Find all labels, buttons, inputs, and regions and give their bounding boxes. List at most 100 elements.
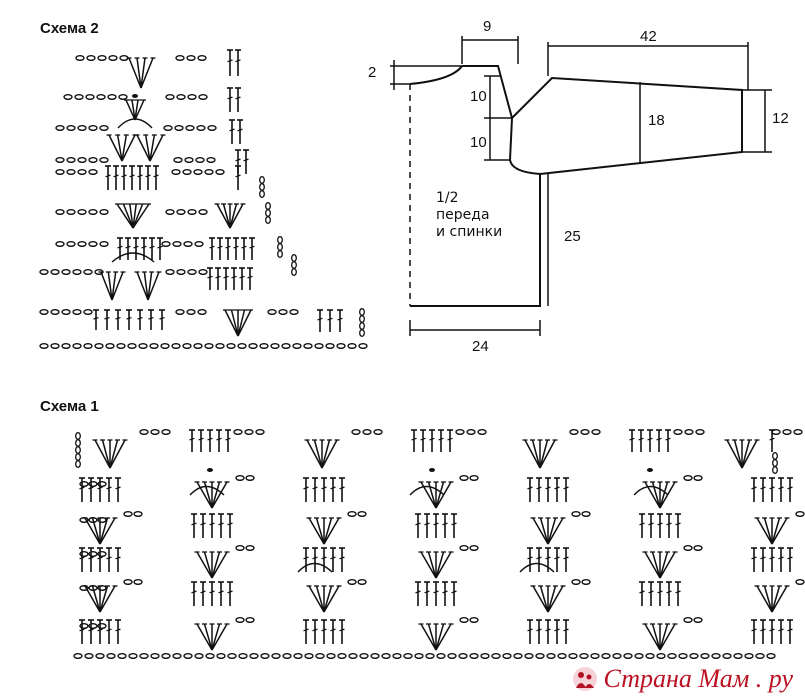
dim-sleeve-length: 42: [640, 28, 657, 45]
chain-stitch: [187, 269, 197, 276]
chain-stitch: [656, 653, 666, 660]
fan-stitch: [539, 517, 549, 545]
chain-stitch: [569, 429, 579, 436]
note-line-1: 1/2: [436, 190, 459, 206]
chain-stitch: [99, 156, 109, 163]
chain-stitch: [293, 653, 303, 660]
fan-stitch: [532, 585, 549, 613]
chain-stitch: [88, 551, 98, 558]
vertical-chain-stitch: [75, 446, 81, 454]
chain-stitch: [459, 475, 469, 482]
stitch-cross-bar: [105, 174, 111, 178]
chain-stitch: [204, 343, 214, 350]
chain-stitch: [535, 653, 545, 660]
chain-stitch: [336, 343, 346, 350]
stitch-cross-bar: [665, 437, 671, 441]
stitch-cross-bar: [666, 590, 672, 594]
fan-stitch: [420, 481, 437, 509]
stitch-cross-bar: [675, 522, 681, 526]
chain-stitch: [347, 579, 357, 586]
chain-stitch: [591, 429, 601, 436]
chain-stitch: [96, 93, 106, 100]
stitch-cross-bar: [312, 556, 318, 560]
fan-stitch: [659, 551, 669, 579]
chain-stitch: [795, 511, 805, 518]
chain-stitch: [176, 208, 186, 215]
chain-stitch: [502, 653, 512, 660]
chain-stitch: [55, 240, 65, 247]
chain-stitch: [581, 579, 591, 586]
chain-stitch: [469, 617, 479, 624]
stitch-cross-bar: [648, 522, 654, 526]
chain-stitch: [590, 653, 600, 660]
fan-stitch: [147, 271, 160, 301]
chain-stitch: [358, 343, 368, 350]
dim-sleeve-end: 12: [772, 110, 789, 127]
chain-stitch: [72, 309, 82, 316]
stitch-cross-bar: [657, 522, 663, 526]
chain-stitch: [580, 429, 590, 436]
stitch-cross-bar: [337, 317, 343, 321]
stitch-cross-bar: [243, 158, 249, 162]
chain-stitch: [174, 124, 184, 131]
chain-stitch: [55, 156, 65, 163]
chain-stitch: [215, 343, 225, 350]
chain-stitch: [77, 156, 87, 163]
fan-stitch: [147, 271, 153, 301]
stitch-cross-bar: [327, 317, 333, 321]
chain-stitch: [66, 124, 76, 131]
fan-stitch: [771, 585, 781, 613]
fan-stitch: [203, 551, 213, 579]
fan-stitch: [651, 623, 661, 651]
chain-stitch: [50, 269, 60, 276]
vertical-chain-stitch: [772, 452, 778, 460]
chain-stitch: [207, 124, 217, 131]
stitch-cross-bar: [235, 158, 241, 162]
chain-stitch: [95, 653, 105, 660]
stitch-cross-bar: [115, 486, 121, 490]
chain-stitch: [469, 475, 479, 482]
stitch-cross-bar: [113, 174, 119, 178]
vertical-chain-stitch: [75, 460, 81, 468]
chain-stitch: [193, 343, 203, 350]
chain-stitch: [683, 475, 693, 482]
chain-stitch: [795, 579, 805, 586]
stitch-cross-bar: [79, 486, 85, 490]
chain-stitch: [88, 623, 98, 630]
fan-stitch: [771, 585, 788, 613]
chain-stitch: [172, 653, 182, 660]
fan-stitch: [532, 517, 549, 545]
chain-stitch: [165, 269, 175, 276]
family-logo-icon: [572, 667, 597, 691]
chain-stitch: [315, 653, 325, 660]
chain-stitch: [447, 653, 457, 660]
cluster-stitch: [116, 203, 134, 229]
chain-stitch: [61, 309, 71, 316]
vertical-chain-stitch: [75, 453, 81, 461]
fan-stitch: [136, 134, 151, 162]
chain-stitch: [118, 93, 128, 100]
chain-stitch: [107, 93, 117, 100]
stitch-cross-bar: [88, 486, 94, 490]
stitch-cross-bar: [198, 437, 204, 441]
stitch-cross-bar: [227, 96, 233, 100]
chain-stitch: [351, 429, 361, 436]
stitch-cross-bar: [554, 556, 560, 560]
vertical-chain-stitch: [359, 308, 365, 316]
stitch-cross-bar: [751, 628, 757, 632]
fan-stitch: [644, 481, 661, 509]
chain-stitch: [77, 208, 87, 215]
stitch-cross-bar: [141, 245, 147, 249]
chain-stitch: [235, 475, 245, 482]
fan-stitch: [531, 439, 541, 469]
chain-stitch: [187, 93, 197, 100]
chain-stitch: [204, 168, 214, 175]
stitch-cross-bar: [536, 628, 542, 632]
chain-stitch: [260, 653, 270, 660]
dim-sleeve-mid: 18: [648, 112, 665, 129]
stitch-cross-bar: [303, 556, 309, 560]
stitch-cross-bar: [321, 556, 327, 560]
chain-stitch: [373, 429, 383, 436]
cluster-stitch: [129, 203, 134, 229]
chain-stitch: [612, 653, 622, 660]
